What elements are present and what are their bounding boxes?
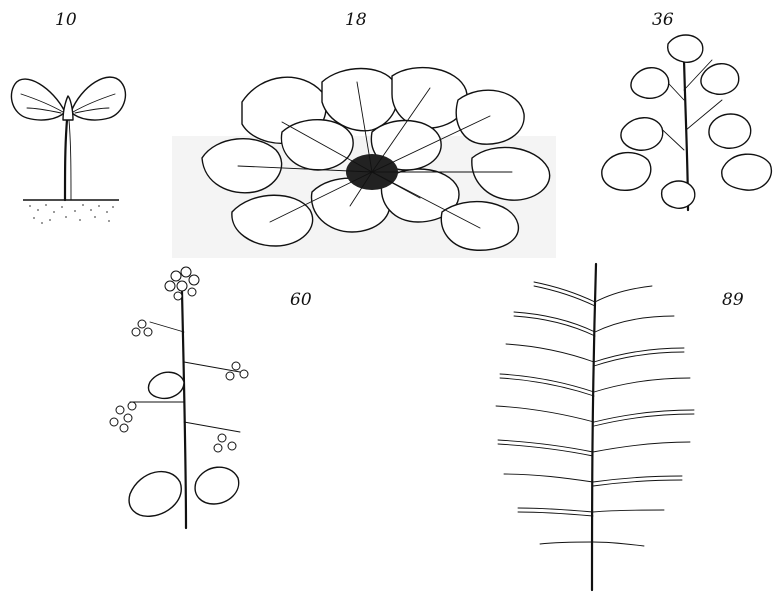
elongating-plant-illustration xyxy=(592,30,778,220)
stage-label-60: 60 xyxy=(290,292,312,309)
stage-label-36: 36 xyxy=(652,12,674,29)
seedling-illustration xyxy=(5,50,135,235)
leaf-rosette-illustration xyxy=(172,62,558,258)
flowering-plant-illustration xyxy=(100,262,280,530)
stage-label-10: 10 xyxy=(55,12,77,29)
ripening-pods-illustration xyxy=(484,262,704,592)
stage-label-89: 89 xyxy=(722,292,744,309)
stage-label-18: 18 xyxy=(345,12,367,29)
